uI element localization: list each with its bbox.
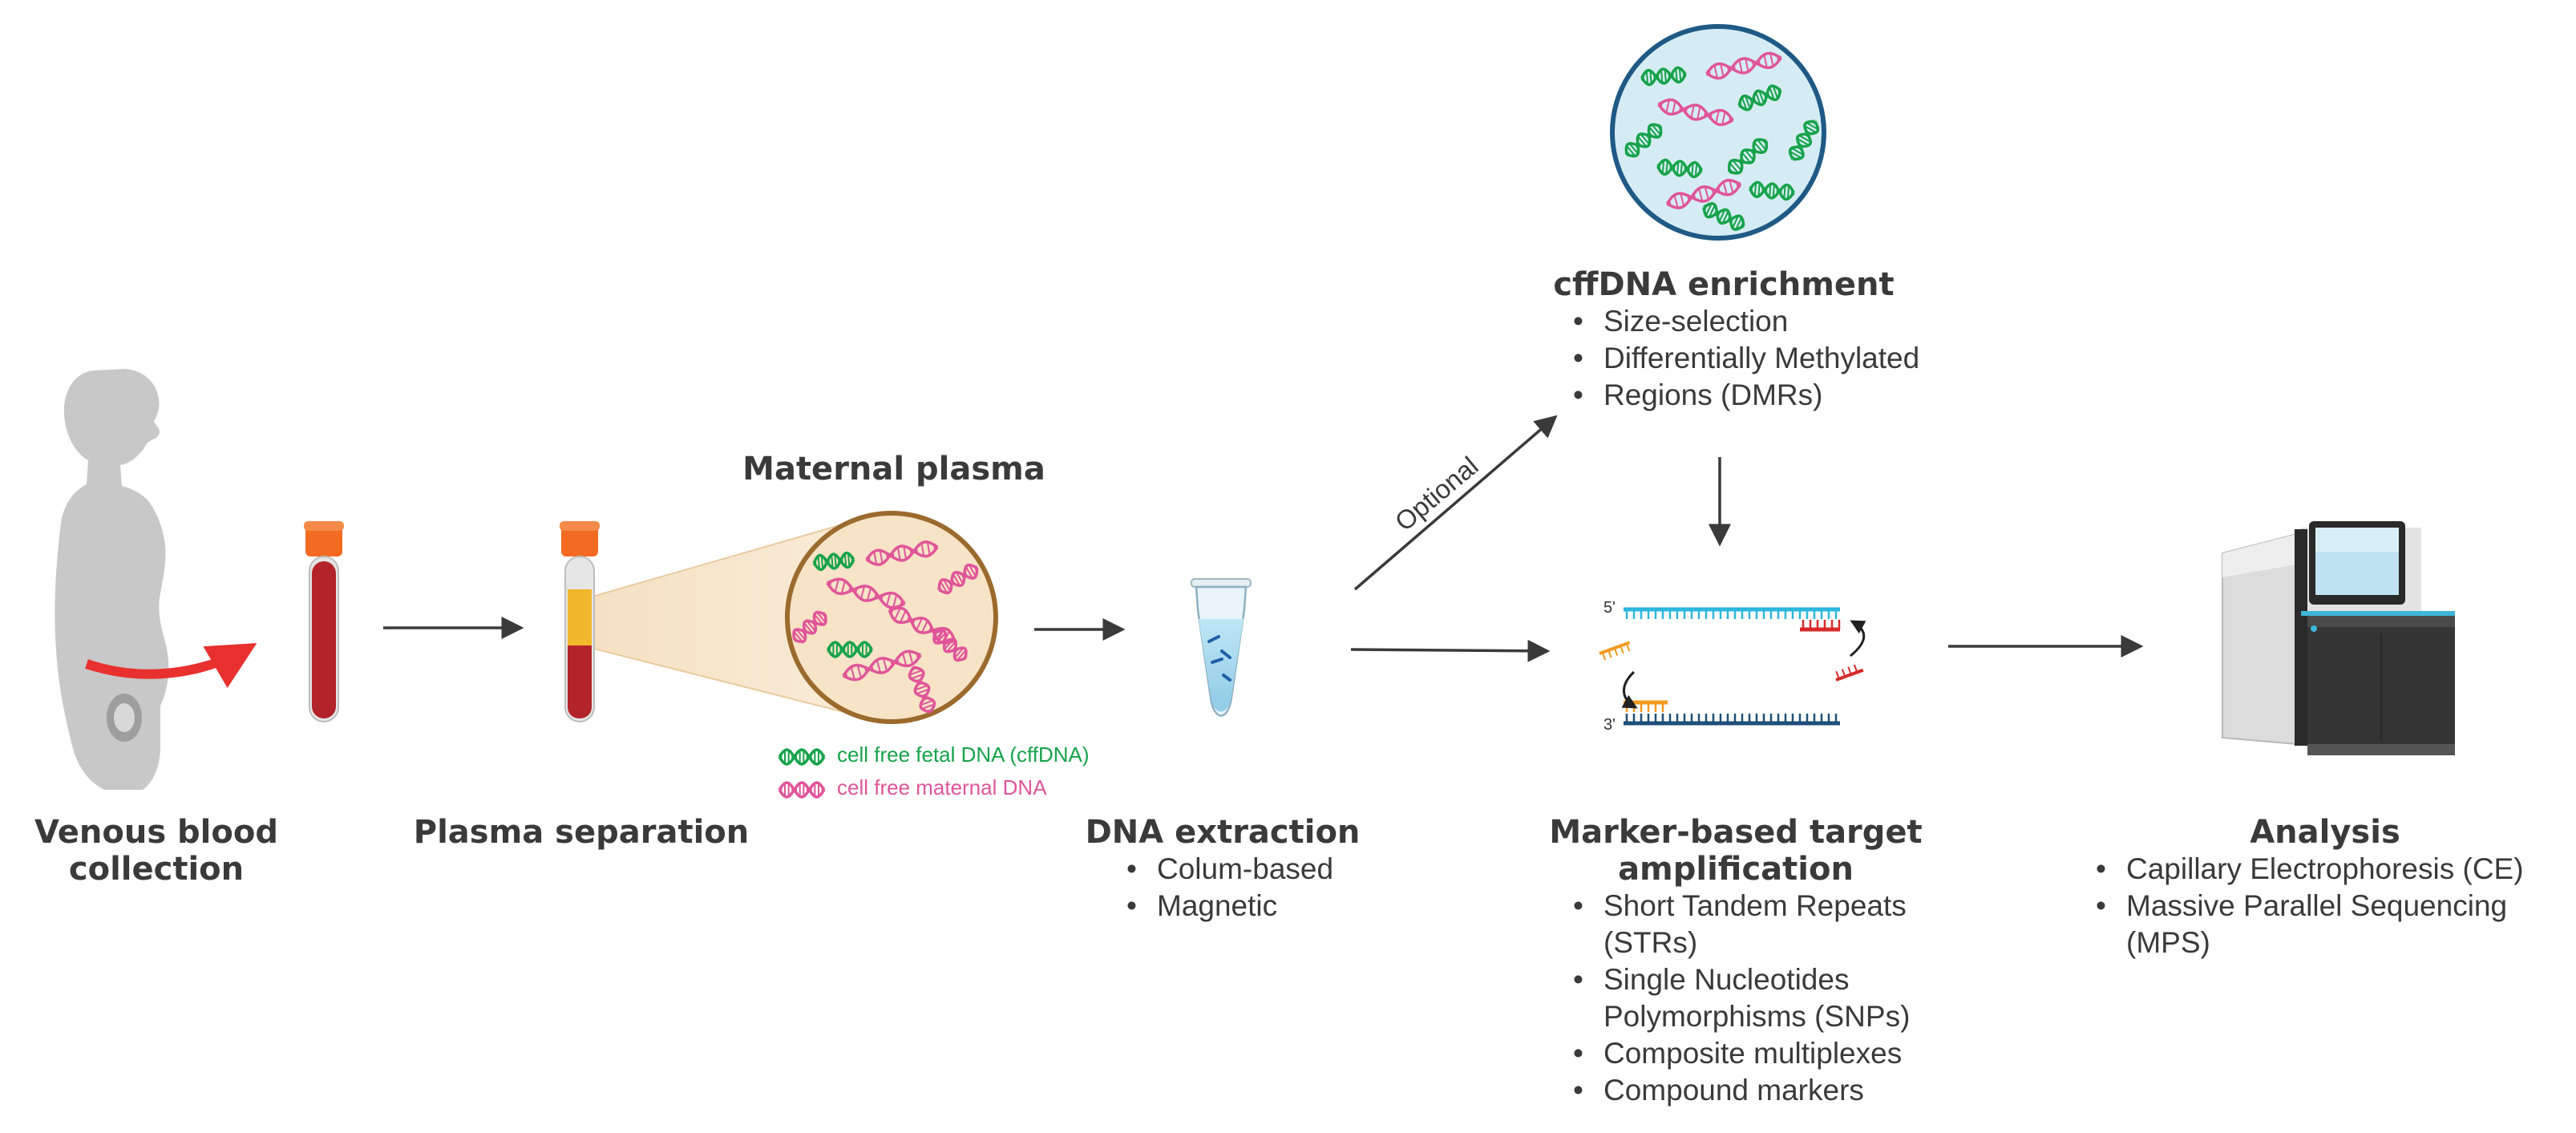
list-item-continuation: Regions (DMRs) [1603, 378, 1823, 411]
sequencer-icon [2222, 521, 2455, 755]
fetal-dna-icon [1624, 123, 1663, 158]
fetal-dna-icon [1702, 201, 1745, 232]
maternal-dna-icon [937, 563, 979, 595]
list-item-line: Capillary Electrophoresis (CE) [2126, 852, 2524, 885]
fetal-dna-icon [1749, 180, 1795, 201]
maternal-dna-icon [1657, 98, 1734, 127]
maternal-dna-legend-icon [778, 781, 826, 799]
fetal-dna-icon [1737, 84, 1782, 111]
red-curved-arrow [85, 642, 257, 689]
list-item: Capillary Electrophoresis (CE) [2088, 851, 2524, 888]
venous-title-line1: Venous blood [34, 814, 278, 851]
list-item-line: Composite multiplexes [1603, 1037, 1903, 1070]
strand-3-label: 3' [1603, 716, 1616, 734]
list-item: Size-selection [1565, 303, 1919, 340]
legend-fetal-label: cell free fetal DNA (cffDNA) [837, 743, 1090, 767]
free-primer-orange [1599, 641, 1631, 661]
maternal-dna-icon [908, 666, 936, 714]
list-item-line: Single Nucleotides [1603, 963, 1850, 996]
list-item: Single Nucleotides Polymorphisms (SNPs) [1565, 961, 1910, 1035]
free-primer-red [1835, 664, 1864, 682]
fetal-dna-legend-icon [778, 748, 826, 766]
list-item-line: Polymorphisms (SNPs) [1603, 1000, 1911, 1033]
venous-title-line2: collection [68, 851, 245, 888]
arrow-3 [1350, 639, 1551, 662]
maternal-dna-icon [792, 610, 827, 644]
fetal-dna-icon [1727, 138, 1769, 175]
optional-label: Optional [1389, 451, 1484, 536]
maternal-dna-icon [778, 781, 826, 799]
template-strand-top [1624, 607, 1840, 619]
maternal-dna-icon [826, 577, 906, 609]
list-item-line: Massive Parallel Sequencing [2126, 889, 2508, 922]
strand-5-label: 5' [1603, 599, 1616, 617]
list-item: Compound markers [1565, 1072, 1910, 1109]
plasma-separation-title: Plasma separation [413, 814, 750, 851]
extraction-methods-list: Colum-based Magnetic [1118, 851, 1333, 925]
list-item: Composite multiplexes [1565, 1035, 1910, 1072]
amplification-title-line2: amplification [1618, 851, 1854, 888]
list-item: Differentially Methylated [1565, 340, 1919, 377]
legend-maternal-label: cell free maternal DNA [837, 775, 1047, 799]
fetal-dna-icon [1656, 158, 1703, 179]
maternal-dna-icon [1705, 51, 1782, 80]
eppendorf-tube-icon [1191, 578, 1252, 717]
enrichment-title: cffDNA enrichment [1553, 266, 1895, 303]
venous-title: Venous blood collection [16, 814, 297, 888]
blood-tube-icon [304, 521, 344, 722]
list-item-line: (STRs) [1603, 926, 1698, 959]
list-item: Magnetic [1118, 888, 1333, 925]
maternal-plasma-circle [785, 511, 998, 724]
amplification-title: Marker-based target amplification [1515, 814, 1956, 888]
separated-tube-icon [560, 521, 600, 722]
list-item: Massive Parallel Sequencing (MPS) [2088, 888, 2524, 961]
maternal-plasma-title: Maternal plasma [742, 451, 1045, 488]
fetal-dna-icon [1788, 119, 1820, 161]
fetal-dna-icon [827, 641, 873, 658]
list-item-line: Compound markers [1603, 1074, 1864, 1107]
optional-arrow [1353, 415, 1558, 591]
maternal-dna-icon [842, 649, 922, 682]
enrichment-list: Size-selection Differentially Methylated… [1565, 303, 1919, 414]
fetal-dna-icon [1640, 66, 1687, 87]
analysis-methods-list: Capillary Electrophoresis (CE) Massive P… [2088, 851, 2524, 961]
primer-red [1800, 620, 1841, 632]
template-strand-bottom [1624, 714, 1840, 726]
pregnant-woman-icon [55, 369, 169, 790]
list-item: Colum-based [1118, 851, 1333, 888]
dna-extraction-title: DNA extraction [1085, 814, 1361, 851]
list-item-line: (MPS) [2126, 926, 2210, 959]
list-item-line: Short Tandem Repeats [1603, 889, 1907, 922]
maternal-dna-icon [888, 606, 956, 645]
enrichment-circle [1610, 24, 1826, 241]
analysis-title: Analysis [2250, 814, 2400, 851]
primer-amplification-icon: 5' 3' [1599, 599, 1866, 734]
fetal-dna-icon [778, 748, 826, 766]
maternal-dna-icon [932, 629, 968, 662]
list-item: Short Tandem Repeats (STRs) [1565, 888, 1910, 961]
list-item: Regions (DMRs) [1565, 377, 1919, 414]
fetal-dna-icon [812, 551, 855, 572]
amplification-markers-list: Short Tandem Repeats (STRs) Single Nucle… [1565, 888, 1910, 1109]
maternal-dna-icon [1665, 179, 1742, 209]
amplification-title-line1: Marker-based target [1549, 814, 1923, 851]
maternal-dna-icon [865, 540, 939, 566]
